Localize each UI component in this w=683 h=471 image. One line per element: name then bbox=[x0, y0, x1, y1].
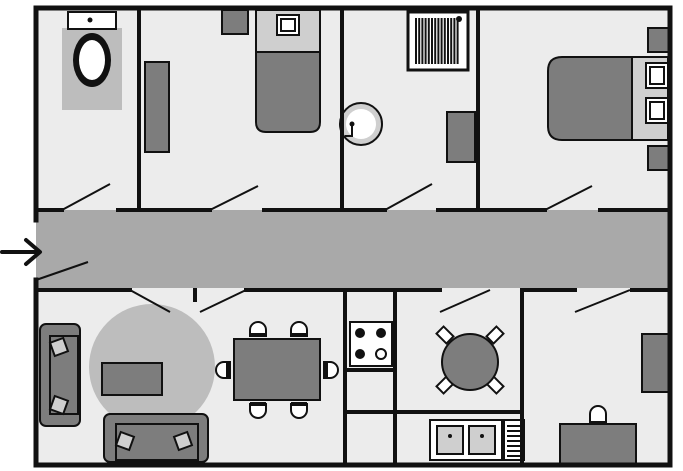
chair bbox=[290, 321, 308, 337]
chair bbox=[435, 325, 455, 345]
door-swing-icon bbox=[439, 289, 491, 313]
chair bbox=[215, 361, 231, 379]
toilet-icon bbox=[62, 11, 122, 110]
coffee-table bbox=[101, 362, 163, 396]
wardrobe bbox=[144, 61, 170, 153]
cabinet bbox=[641, 333, 671, 393]
door-swing-icon bbox=[544, 185, 593, 211]
double-bed bbox=[547, 56, 669, 141]
dining-table-rect bbox=[215, 321, 339, 419]
nightstand bbox=[221, 9, 249, 35]
doors bbox=[35, 183, 631, 313]
washroom-cabinet bbox=[446, 111, 476, 163]
door-swing-icon bbox=[61, 183, 111, 211]
dresser-bottom bbox=[647, 145, 671, 171]
door-swing-icon bbox=[574, 289, 631, 313]
shower-icon bbox=[406, 10, 470, 72]
sofa-bottom bbox=[103, 413, 209, 463]
walls bbox=[33, 5, 673, 468]
chair bbox=[249, 321, 267, 337]
door-swing-icon bbox=[199, 289, 247, 313]
door-swing-icon bbox=[384, 183, 433, 211]
stove-icon bbox=[349, 321, 393, 367]
corridor bbox=[36, 210, 670, 288]
entry-arrow-icon bbox=[0, 238, 42, 266]
door-swing-icon bbox=[35, 261, 89, 281]
door-swing-icon bbox=[209, 185, 259, 211]
sofa-left bbox=[39, 323, 81, 427]
round-dining-table bbox=[435, 325, 505, 395]
chair bbox=[323, 361, 339, 379]
sink-icon bbox=[339, 102, 383, 146]
kitchen-sink-icon bbox=[429, 419, 525, 461]
door-swing-icon bbox=[129, 289, 171, 313]
chair bbox=[249, 402, 267, 419]
chair bbox=[485, 325, 505, 345]
chair bbox=[290, 402, 308, 419]
dresser-top bbox=[647, 27, 671, 53]
single-bed bbox=[255, 9, 321, 133]
